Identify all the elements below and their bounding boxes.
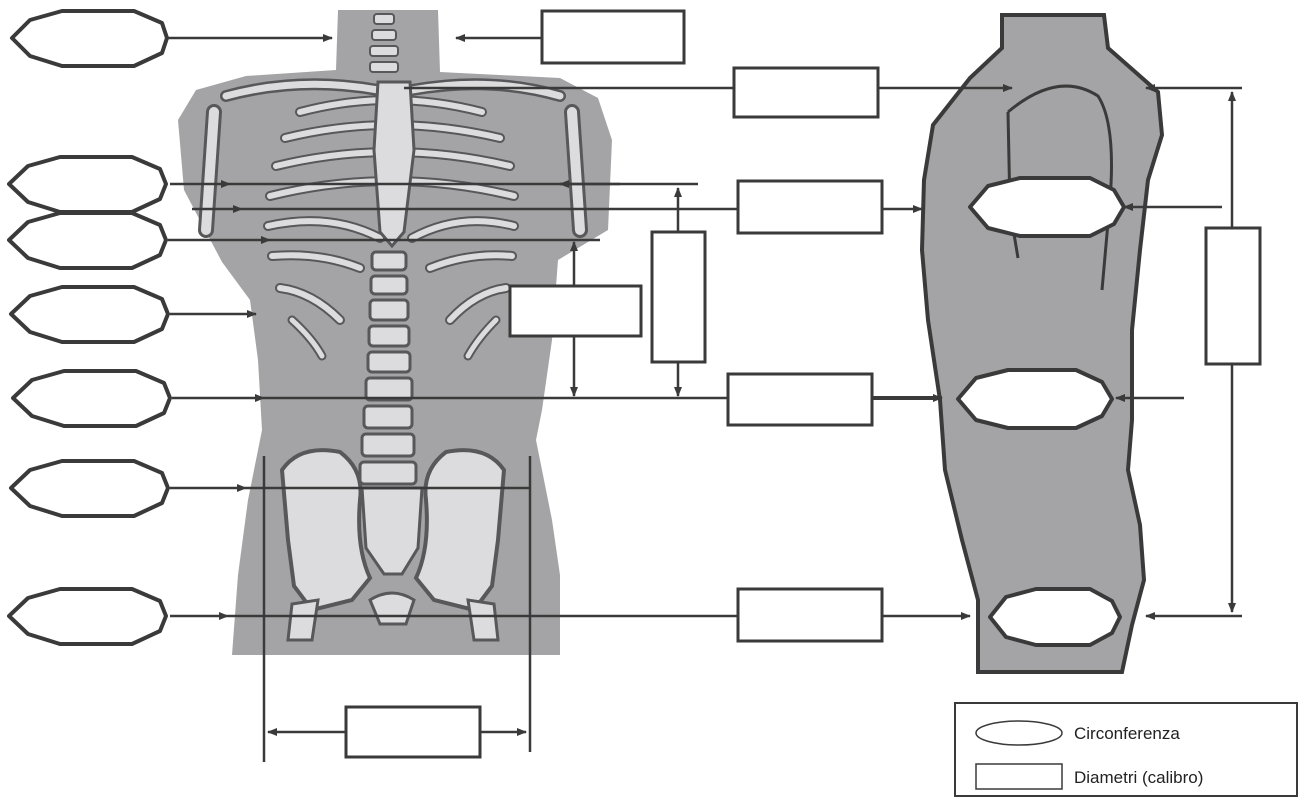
legend-circumference-label: Circonferenza bbox=[1074, 724, 1180, 743]
circumference-markers-front bbox=[9, 11, 170, 644]
diameter-biacromial bbox=[734, 68, 878, 117]
circumference-waist bbox=[13, 371, 170, 426]
legend-diameter-label: Diametri (calibro) bbox=[1074, 768, 1203, 787]
legend-diameter-symbol bbox=[976, 764, 1062, 789]
legend: Circonferenza Diametri (calibro) bbox=[955, 703, 1297, 796]
circumference-lower-rib bbox=[11, 287, 168, 342]
diameter-waist bbox=[728, 374, 872, 425]
diameter-chest bbox=[738, 181, 882, 233]
legend-circumference-symbol bbox=[976, 721, 1062, 745]
side-circumference-waist bbox=[958, 370, 1112, 428]
diameter-side-height bbox=[1206, 228, 1260, 364]
side-circumference-chest bbox=[970, 178, 1124, 236]
circumference-hips bbox=[9, 589, 166, 644]
circumference-neck bbox=[12, 11, 167, 66]
diameter-chest-waist bbox=[652, 232, 705, 362]
circumference-chest bbox=[9, 157, 166, 212]
diameter-hips bbox=[738, 589, 882, 641]
side-torso bbox=[922, 15, 1162, 672]
side-circumference-hips bbox=[990, 589, 1120, 645]
circumference-iliac bbox=[11, 461, 168, 516]
diameter-xiphoid-waist bbox=[510, 286, 641, 336]
circumference-xiphoid bbox=[9, 213, 166, 268]
diameter-bi-iliac bbox=[346, 707, 480, 757]
side-torso-silhouette bbox=[922, 15, 1162, 672]
diameter-neck bbox=[542, 11, 684, 63]
